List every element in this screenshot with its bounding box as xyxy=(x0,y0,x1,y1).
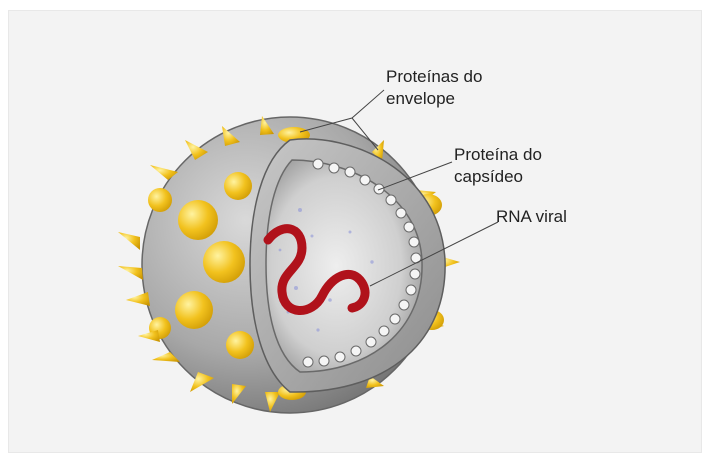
capsid-bead xyxy=(319,356,329,366)
spike-cone xyxy=(118,232,140,250)
capsid-bead xyxy=(366,337,376,347)
label-rna: RNA viral xyxy=(496,207,567,226)
capsid-bead xyxy=(390,314,400,324)
capsid-bead xyxy=(303,357,313,367)
capsid-bead xyxy=(406,285,416,295)
spike-cone xyxy=(138,330,160,342)
capsid-bead xyxy=(345,167,355,177)
spike-knob xyxy=(203,241,245,283)
capsid-bead xyxy=(313,159,323,169)
label-capsid-line2: capsídeo xyxy=(454,167,523,186)
spike-knob xyxy=(226,331,254,359)
label-envelope-line1: Proteínas do xyxy=(386,67,482,86)
capsid-bead xyxy=(410,269,420,279)
label-envelope-line2: envelope xyxy=(386,89,455,108)
spike-knob xyxy=(148,188,172,212)
capsid-bead xyxy=(374,184,384,194)
spike-cone xyxy=(126,292,150,306)
capsid-bead xyxy=(396,208,406,218)
spike-knob xyxy=(178,200,218,240)
capsid-bead xyxy=(379,326,389,336)
capsid-bead xyxy=(409,237,419,247)
spike-knob xyxy=(224,172,252,200)
spike-cone xyxy=(118,266,143,280)
spike-knob xyxy=(175,291,213,329)
capsid-bead xyxy=(399,300,409,310)
label-capsid-line1: Proteína do xyxy=(454,145,542,164)
capsid-bead xyxy=(329,163,339,173)
capsid-bead xyxy=(386,195,396,205)
capsid-bead xyxy=(404,222,414,232)
capsid-bead xyxy=(351,346,361,356)
capsid-bead xyxy=(360,175,370,185)
capsid-bead xyxy=(335,352,345,362)
